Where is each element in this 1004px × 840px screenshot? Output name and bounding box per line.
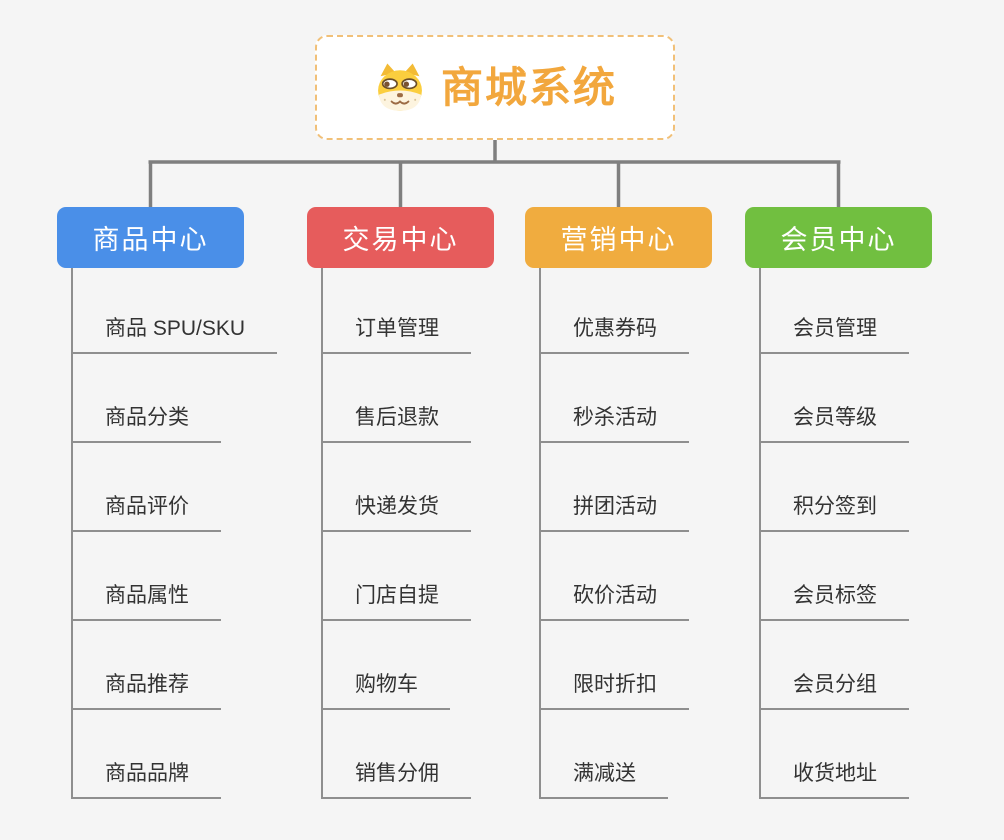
child-topic[interactable]: 会员管理 (759, 314, 909, 354)
branch-children-trade: 订单管理 售后退款 快递发货 门店自提 购物车 销售分佣 (307, 207, 569, 807)
child-topic[interactable]: 售后退款 (321, 403, 471, 443)
child-topic[interactable]: 商品 SPU/SKU (71, 314, 278, 354)
child-topic[interactable]: 优惠券码 (539, 314, 689, 354)
branch-member-center: 会员中心 会员管理 会员等级 积分签到 会员标签 会员分组 收货地址 (745, 207, 1004, 807)
child-topic[interactable]: 拼团活动 (539, 492, 689, 532)
branch-children-marketing: 优惠券码 秒杀活动 拼团活动 砍价活动 限时折扣 满减送 (525, 207, 787, 807)
child-topic[interactable]: 商品分类 (71, 403, 221, 443)
branch-node-trade-center[interactable]: 交易中心 (307, 207, 494, 268)
branch-vertical-line (759, 268, 761, 799)
child-topic[interactable]: 门店自提 (321, 581, 471, 621)
child-topic[interactable]: 限时折扣 (539, 670, 689, 710)
child-topic[interactable]: 会员等级 (759, 403, 909, 443)
child-topic[interactable]: 收货地址 (759, 759, 909, 799)
child-topic[interactable]: 商品评价 (71, 492, 221, 532)
branch-children-member: 会员管理 会员等级 积分签到 会员标签 会员分组 收货地址 (745, 207, 1004, 807)
branch-children-product: 商品 SPU/SKU 商品分类 商品评价 商品属性 商品推荐 商品品牌 (57, 207, 319, 807)
branch-marketing-center: 营销中心 优惠券码 秒杀活动 拼团活动 砍价活动 限时折扣 满减送 (525, 207, 787, 807)
child-topic[interactable]: 销售分佣 (321, 759, 471, 799)
root-title: 商城系统 (440, 63, 617, 111)
child-topic[interactable]: 商品推荐 (71, 670, 221, 710)
branch-product-center: 商品中心 商品 SPU/SKU 商品分类 商品评价 商品属性 商品推荐 商品品牌 (57, 207, 319, 807)
branch-node-marketing-center[interactable]: 营销中心 (525, 207, 712, 268)
child-topic[interactable]: 商品属性 (71, 581, 221, 621)
root-node[interactable]: 商城系统 (315, 35, 675, 140)
branch-vertical-line (539, 268, 541, 799)
child-topic[interactable]: 砍价活动 (539, 581, 689, 621)
branch-trade-center: 交易中心 订单管理 售后退款 快递发货 门店自提 购物车 销售分佣 (307, 207, 569, 807)
branch-node-member-center[interactable]: 会员中心 (745, 207, 932, 268)
child-topic[interactable]: 订单管理 (321, 314, 471, 354)
dog-face-icon (378, 63, 422, 111)
child-topic[interactable]: 积分签到 (759, 492, 909, 532)
child-topic[interactable]: 会员分组 (759, 670, 909, 710)
child-topic[interactable]: 会员标签 (759, 581, 909, 621)
child-topic[interactable]: 商品品牌 (71, 759, 221, 799)
child-topic[interactable]: 购物车 (321, 670, 450, 710)
child-topic[interactable]: 秒杀活动 (539, 403, 689, 443)
child-topic[interactable]: 快递发货 (321, 492, 471, 532)
child-topic[interactable]: 满减送 (539, 759, 668, 799)
branch-vertical-line (71, 268, 73, 799)
branch-vertical-line (321, 268, 323, 799)
branch-node-product-center[interactable]: 商品中心 (57, 207, 244, 268)
